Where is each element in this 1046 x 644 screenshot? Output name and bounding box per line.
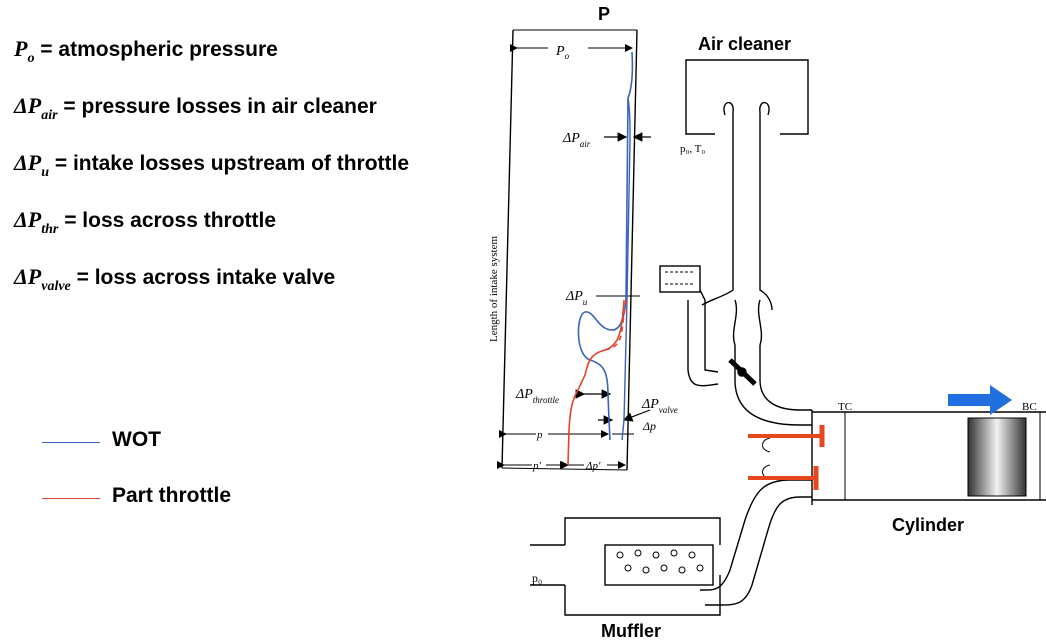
graph-right-edge (626, 29, 638, 471)
intake-runner-inner (759, 345, 812, 411)
fuel-level (665, 271, 695, 285)
po-label: Po (555, 44, 570, 61)
muffler-tailpipe (530, 544, 565, 586)
cylinder-walls (812, 411, 1046, 501)
wot-curve-upper (621, 97, 631, 441)
intake-runner-outer (734, 345, 812, 426)
muffler-box (564, 517, 721, 616)
valve-guides (762, 437, 771, 480)
legend-swatch-wot (42, 442, 100, 443)
valves (748, 425, 825, 490)
def-subscript: air (41, 108, 58, 123)
definition-po: Po = atmospheric pressure (14, 36, 278, 66)
muffler-holes (616, 549, 704, 574)
cylinder-label: Cylinder (892, 515, 965, 535)
def-subscript: o (27, 51, 35, 66)
air-cleaner-box (685, 59, 809, 135)
wot-curve (577, 51, 634, 441)
def-text: = loss across intake valve (76, 266, 336, 289)
piston-direction-arrow-icon (948, 385, 1012, 415)
def-subscript: valve (41, 279, 71, 294)
air-cleaner-label: Air cleaner (698, 34, 792, 54)
legend-label-part: Part throttle (112, 484, 232, 507)
dp-throttle-label: ΔPthrottle (515, 387, 559, 405)
muffler-label: Muffler (601, 621, 661, 641)
dp-valve-label: ΔPvalve (641, 397, 678, 415)
definition-dp-air: ΔPair = pressure losses in air cleaner (14, 93, 377, 123)
venturi (732, 299, 763, 346)
p0-label: p₀ (532, 571, 542, 585)
def-text: = intake losses upstream of throttle (54, 152, 410, 175)
def-text: = atmospheric pressure (40, 38, 278, 61)
def-text: = loss across throttle (64, 209, 277, 232)
p0-t0-label: p₀, T₀ (680, 143, 705, 155)
def-symbol: ΔP (14, 150, 42, 175)
dp-prime-label: Δp' (585, 460, 601, 472)
part-throttle-dashed (604, 299, 627, 351)
tc-label: TC (838, 401, 852, 413)
def-symbol: ΔP (14, 264, 42, 289)
exhaust-pipe-lower (705, 496, 812, 606)
y-axis-label: Length of intake system (488, 236, 500, 342)
legend-label-wot: WOT (112, 428, 161, 451)
muffler-perforated (604, 544, 714, 586)
exhaust-pipe-upper (700, 479, 812, 591)
graph-bottom-edge (501, 467, 628, 471)
definition-dp-u: ΔPu = intake losses upstream of throttle (14, 150, 410, 180)
def-subscript: u (41, 165, 50, 180)
def-symbol: P (14, 36, 28, 61)
p-label: p (536, 429, 543, 441)
engine-small-labels: p₀, T₀ p₀ TC BC (532, 143, 1037, 585)
part-throttle-curve (567, 299, 625, 466)
piston (967, 417, 1027, 497)
intake-duct-right (759, 112, 773, 311)
fuel-line (699, 289, 719, 373)
legend-swatch-part (42, 498, 100, 499)
def-subscript: thr (41, 222, 59, 237)
throttle-pivot (737, 367, 747, 377)
graph-labels: Po ΔPair ΔPu ΔPthrottle ΔPvalve p Δp p' … (488, 44, 678, 472)
p-prime-label: p' (532, 460, 542, 472)
graph-top-label: P (598, 4, 610, 24)
pressure-graph: P (497, 4, 651, 471)
dp-u-label: ΔPu (565, 289, 588, 307)
definition-dp-thr: ΔPthr = loss across throttle (14, 207, 277, 237)
def-text: = pressure losses in air cleaner (63, 95, 377, 118)
definition-dp-valve: ΔPvalve = loss across intake valve (14, 264, 336, 294)
bc-label: BC (1022, 401, 1037, 413)
engine-schematic (530, 59, 1046, 616)
intake-duct-left (701, 112, 734, 306)
bypass-duct (687, 300, 719, 387)
dp-label: Δp (642, 419, 656, 433)
def-symbol: ΔP (14, 93, 42, 118)
graph-left-edge (501, 29, 514, 469)
float-bowl (659, 265, 701, 293)
air-cleaner-inlets (723, 101, 770, 116)
def-symbol: ΔP (14, 207, 42, 232)
dp-valve-arrow (622, 409, 651, 422)
dp-air-label: ΔPair (562, 131, 591, 149)
